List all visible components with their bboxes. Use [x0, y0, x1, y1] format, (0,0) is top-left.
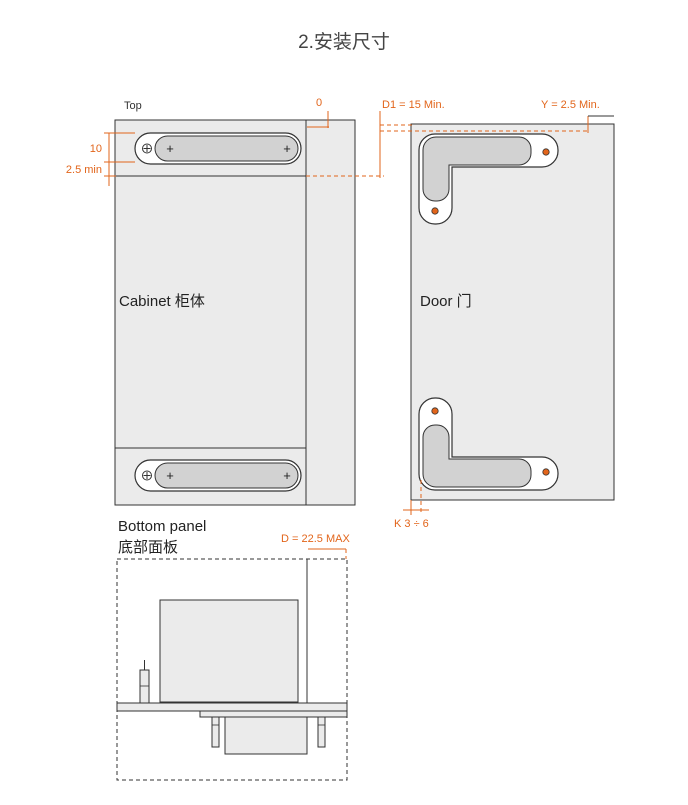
mounting-plate — [116, 702, 348, 712]
bottom-panel-label-cn: 底部面板 — [118, 538, 178, 556]
plate-underside — [199, 710, 348, 718]
ten-dim-label: 10 — [90, 143, 102, 155]
dimension-lines — [104, 111, 614, 716]
door-bottom-bracket-slot — [422, 424, 532, 488]
cabinet-front-view: + + + + Top Cabinet 柜体 — [114, 100, 356, 506]
bottom-plate-screw-right-icon: + — [283, 468, 291, 483]
left-screw-icon — [211, 716, 220, 748]
door-label: Door 门 — [420, 293, 472, 310]
page-title: 2.安装尺寸 — [298, 31, 390, 53]
top-mounting-plate: + + — [134, 132, 302, 165]
zero-dim-label: 0 — [316, 97, 322, 109]
bottom-panel-section: Bottom panel 底部面板 — [116, 518, 348, 781]
door-top-bracket — [418, 133, 559, 225]
cabinet-label: Cabinet 柜体 — [119, 293, 205, 310]
door-bottom-pivot-icon — [431, 407, 439, 415]
two-five-min-label: 2.5 min — [66, 164, 102, 176]
top-plate-screw-left-icon: + — [166, 141, 174, 156]
k-dim-label: K 3 ÷ 6 — [394, 518, 429, 530]
bottom-plate-slot — [154, 462, 299, 489]
door-view: Door 门 — [410, 123, 615, 501]
door-bottom-screw-icon — [542, 468, 550, 476]
bottom-panel-label-en: Bottom panel — [118, 518, 206, 535]
door-bottom-bracket — [418, 397, 559, 491]
top-plate-screw-right-icon: + — [283, 141, 291, 156]
door-top-bracket-slot — [422, 136, 532, 202]
door-top-pivot-icon — [431, 207, 439, 215]
bottom-plate-screw-left-icon: + — [166, 468, 174, 483]
hinge-block — [159, 599, 299, 703]
right-screw-icon — [317, 716, 326, 748]
hinge-lower-body — [224, 716, 308, 755]
y-dim-label: Y = 2.5 Min. — [541, 99, 600, 111]
top-label: Top — [124, 100, 142, 112]
d-dim-label: D = 22.5 MAX — [281, 533, 350, 545]
door-top-screw-icon — [542, 148, 550, 156]
d1-dim-label: D1 = 15 Min. — [382, 99, 445, 111]
pivot-pin-icon — [139, 669, 150, 704]
cabinet-side-panel — [114, 119, 356, 506]
bottom-mounting-plate: + + — [134, 459, 302, 492]
top-plate-slot — [154, 135, 299, 162]
